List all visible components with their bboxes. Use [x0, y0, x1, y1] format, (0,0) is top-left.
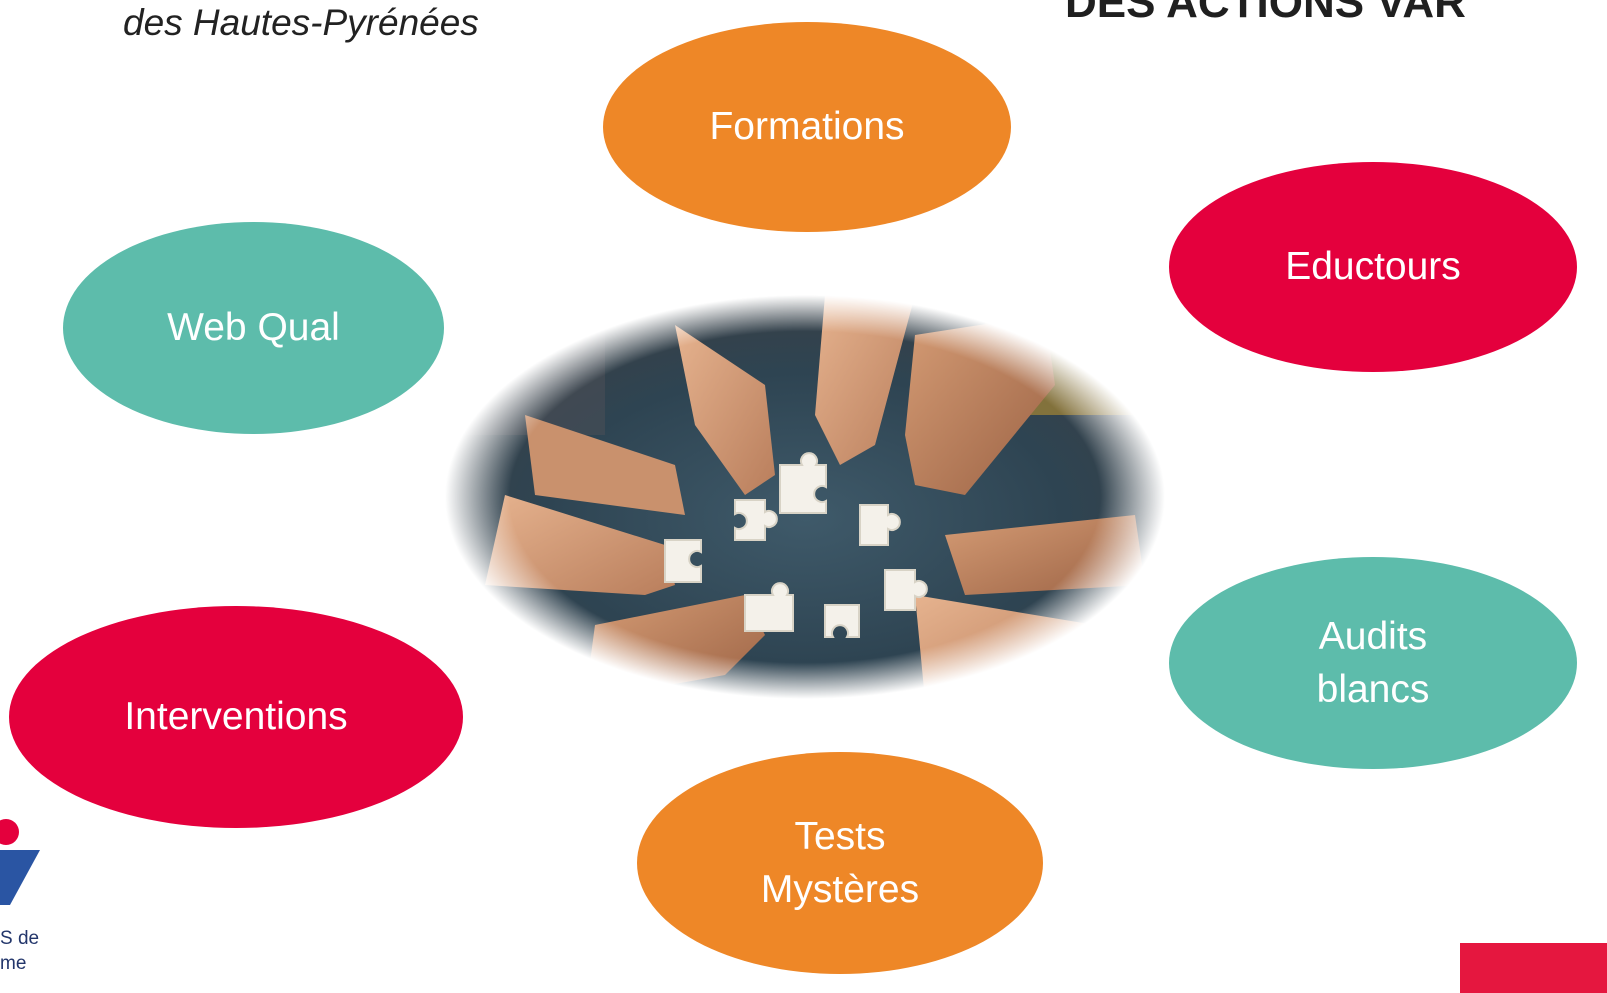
bubble-eductours-label: Eductours: [1285, 245, 1461, 289]
slide-heading: DES ACTIONS VAR: [1065, 0, 1466, 27]
logo-text-line2: me: [0, 953, 27, 974]
logo-mark-icon: [0, 819, 40, 905]
bubble-web-qual: Web Qual: [63, 222, 444, 434]
bubble-formations: Formations: [603, 22, 1011, 232]
bubble-tests-label-line1: Tests: [794, 814, 886, 858]
bubble-interventions-label: Interventions: [124, 695, 348, 739]
bubble-interventions: Interventions: [9, 606, 463, 828]
bubble-audits-label-line2: blancs: [1316, 668, 1430, 711]
logo: S de me: [0, 810, 70, 993]
bubble-tests-label-line2: Mystères: [760, 868, 920, 911]
bubble-tests-mysteres: Tests Mystères: [637, 752, 1043, 974]
logo-text-line1: S de: [0, 928, 40, 949]
bubble-audits-blancs: Audits blancs: [1169, 557, 1577, 769]
bubble-formations-label: Formations: [709, 105, 905, 149]
slide-subtitle: des Hautes-Pyrénées: [123, 2, 479, 43]
puzzle-hands-photo: [445, 295, 1165, 700]
bubble-audits-label-line1: Audits: [1318, 614, 1428, 658]
bubble-web-qual-label: Web Qual: [167, 306, 340, 350]
bubble-eductours: Eductours: [1169, 162, 1577, 372]
footer-red-bar: [1460, 943, 1607, 993]
